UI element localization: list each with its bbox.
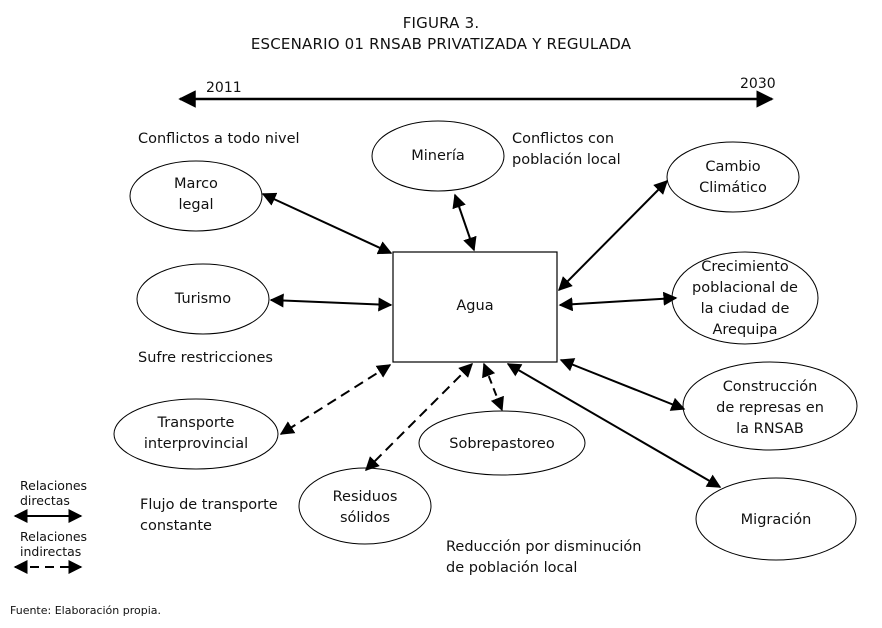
relation-transporte-arrow <box>279 364 392 435</box>
node-residuos-ellipse <box>298 467 432 545</box>
node-sobrepastoreo: Sobrepastoreo <box>449 436 555 452</box>
relation-crecimiento-arrow <box>558 291 678 312</box>
node-transporte-ellipse <box>113 398 279 470</box>
figure-number: FIGURA 3. <box>402 14 480 32</box>
node-migracion-ellipse <box>695 477 857 561</box>
source-note: Fuente: Elaboración propia. <box>10 604 162 617</box>
node-turismo: Turismo <box>174 291 232 307</box>
node-mineria: Minería <box>411 148 465 164</box>
timeline-end-year: 2030 <box>740 76 776 92</box>
node-marco-legal: Marco legal <box>174 176 218 213</box>
relation-cambio-climatico-arrow <box>558 180 668 291</box>
note-conflictos-poblacion: Conflictos con población local <box>512 131 621 168</box>
relation-mineria-arrow <box>452 193 477 252</box>
node-crecimiento: Crecimiento poblacional de la ciudad de … <box>692 259 798 338</box>
node-migracion: Migración <box>740 512 812 528</box>
center-label: Agua <box>456 298 494 314</box>
node-construccion: Construcción de represas en la RNSAB <box>716 379 824 437</box>
note-conflictos-todo-nivel: Conflictos a todo nivel <box>138 131 300 147</box>
note-reduccion-poblacion: Reducción por disminución de población l… <box>446 539 642 576</box>
relation-sobrepastoreo-arrow <box>482 362 504 412</box>
legend-direct-label: Relaciones directas <box>20 478 88 508</box>
node-cambio-climatico: Cambio Climático <box>699 159 767 196</box>
relation-marco-legal-arrow <box>261 192 393 255</box>
relation-turismo-arrow <box>269 293 393 312</box>
node-mineria-ellipse <box>371 120 505 192</box>
note-sufre-restricciones: Sufre restricciones <box>138 350 273 366</box>
relation-residuos-arrow <box>365 363 473 471</box>
legend-indirect-label: Relaciones indirectas <box>20 529 88 559</box>
node-residuos: Residuos sólidos <box>332 489 398 526</box>
node-transporte: Transporte interprovincial <box>143 415 249 452</box>
center-box <box>392 251 558 363</box>
node-turismo-ellipse <box>136 263 270 335</box>
timeline-start-year: 2011 <box>206 80 242 96</box>
note-flujo-transporte: Flujo de transporte constante <box>140 497 278 534</box>
relation-construccion-arrow <box>559 358 686 411</box>
relation-migracion-arrow <box>506 363 722 488</box>
figure-title: ESCENARIO 01 RNSAB PRIVATIZADA Y REGULAD… <box>250 35 632 53</box>
node-cambio-climatico-ellipse <box>666 141 800 213</box>
